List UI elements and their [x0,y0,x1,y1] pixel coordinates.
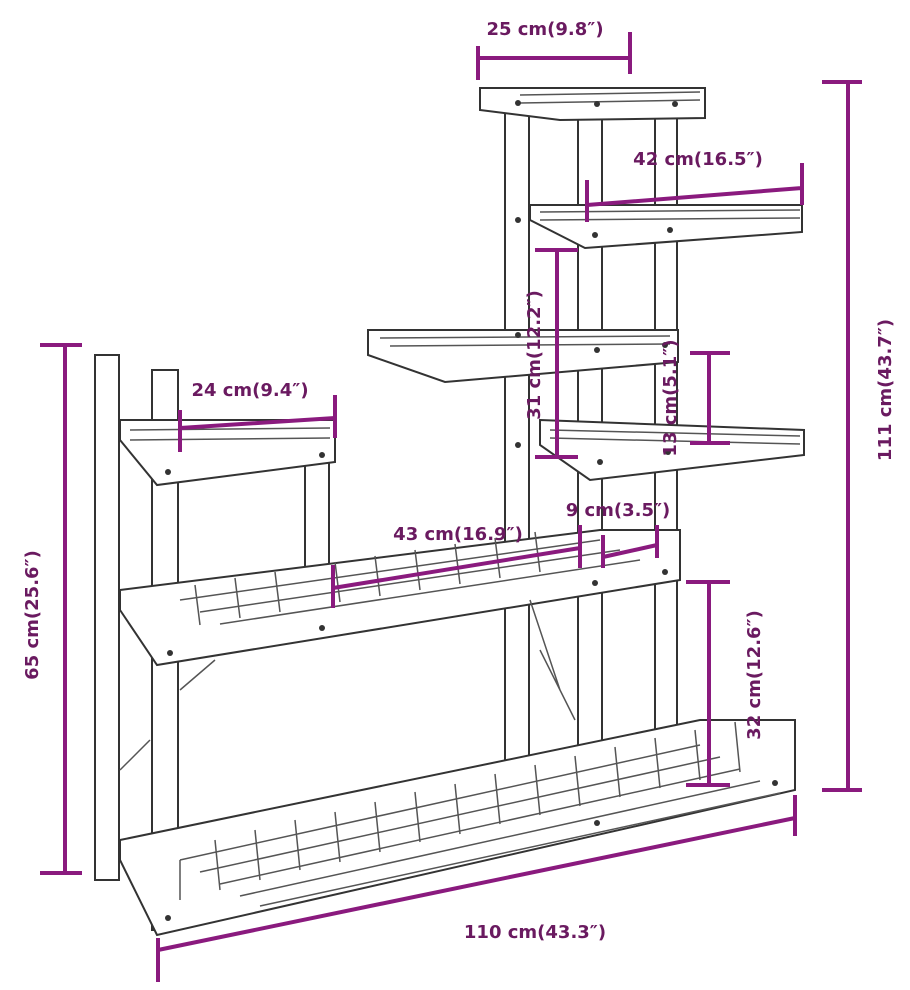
dim-bottom-gap-height: 32 cm(12.6″) [686,580,765,787]
svg-text:31 cm(12.2″): 31 cm(12.2″) [524,290,545,420]
middle-long-shelf [119,529,681,667]
svg-text:9 cm(3.5″): 9 cm(3.5″) [566,500,671,521]
dimension-lines: 25 cm(9.8″) 42 cm(16.5″) 111 cm(43.7″) 6… [22,19,896,982]
upper-right-shelf [529,204,803,250]
svg-text:42 cm(16.5″): 42 cm(16.5″) [633,149,763,170]
plant-stand-drawing [94,87,805,937]
bottom-shelf [119,719,796,937]
svg-text:32 cm(12.6″): 32 cm(12.6″) [744,610,765,740]
bolts [165,100,778,921]
dim-total-width: 110 cm(43.3″) [156,795,797,982]
svg-text:43 cm(16.9″): 43 cm(16.9″) [393,524,523,545]
shelf-slats [119,91,801,907]
svg-text:110 cm(43.3″): 110 cm(43.3″) [464,922,606,943]
svg-text:65 cm(25.6″): 65 cm(25.6″) [22,550,43,680]
dim-middle-shelf-depth: 9 cm(3.5″) [566,500,671,568]
dim-total-height: 111 cm(43.7″) [822,80,896,792]
tower-back-post [504,91,530,773]
dim-middle-gap-height: 31 cm(12.2″) [524,248,578,459]
left-back-post [94,354,120,881]
dim-middle-shelf-width: 43 cm(16.9″) [331,524,582,608]
dim-upper-right-shelf-width: 42 cm(16.5″) [585,149,804,222]
middle-left-shelf [367,329,679,384]
dim-small-left-shelf-width: 24 cm(9.4″) [178,380,337,452]
svg-text:24 cm(9.4″): 24 cm(9.4″) [191,380,308,401]
svg-text:25 cm(9.8″): 25 cm(9.8″) [486,19,603,40]
svg-text:111 cm(43.7″): 111 cm(43.7″) [875,319,896,461]
dim-right-shelf-spacing: 13 cm(5.1″) [660,339,730,457]
dim-top-shelf-width: 25 cm(9.8″) [476,19,632,80]
svg-text:13 cm(5.1″): 13 cm(5.1″) [660,339,681,456]
dim-left-height: 65 cm(25.6″) [22,343,82,875]
top-shelf [479,87,706,122]
